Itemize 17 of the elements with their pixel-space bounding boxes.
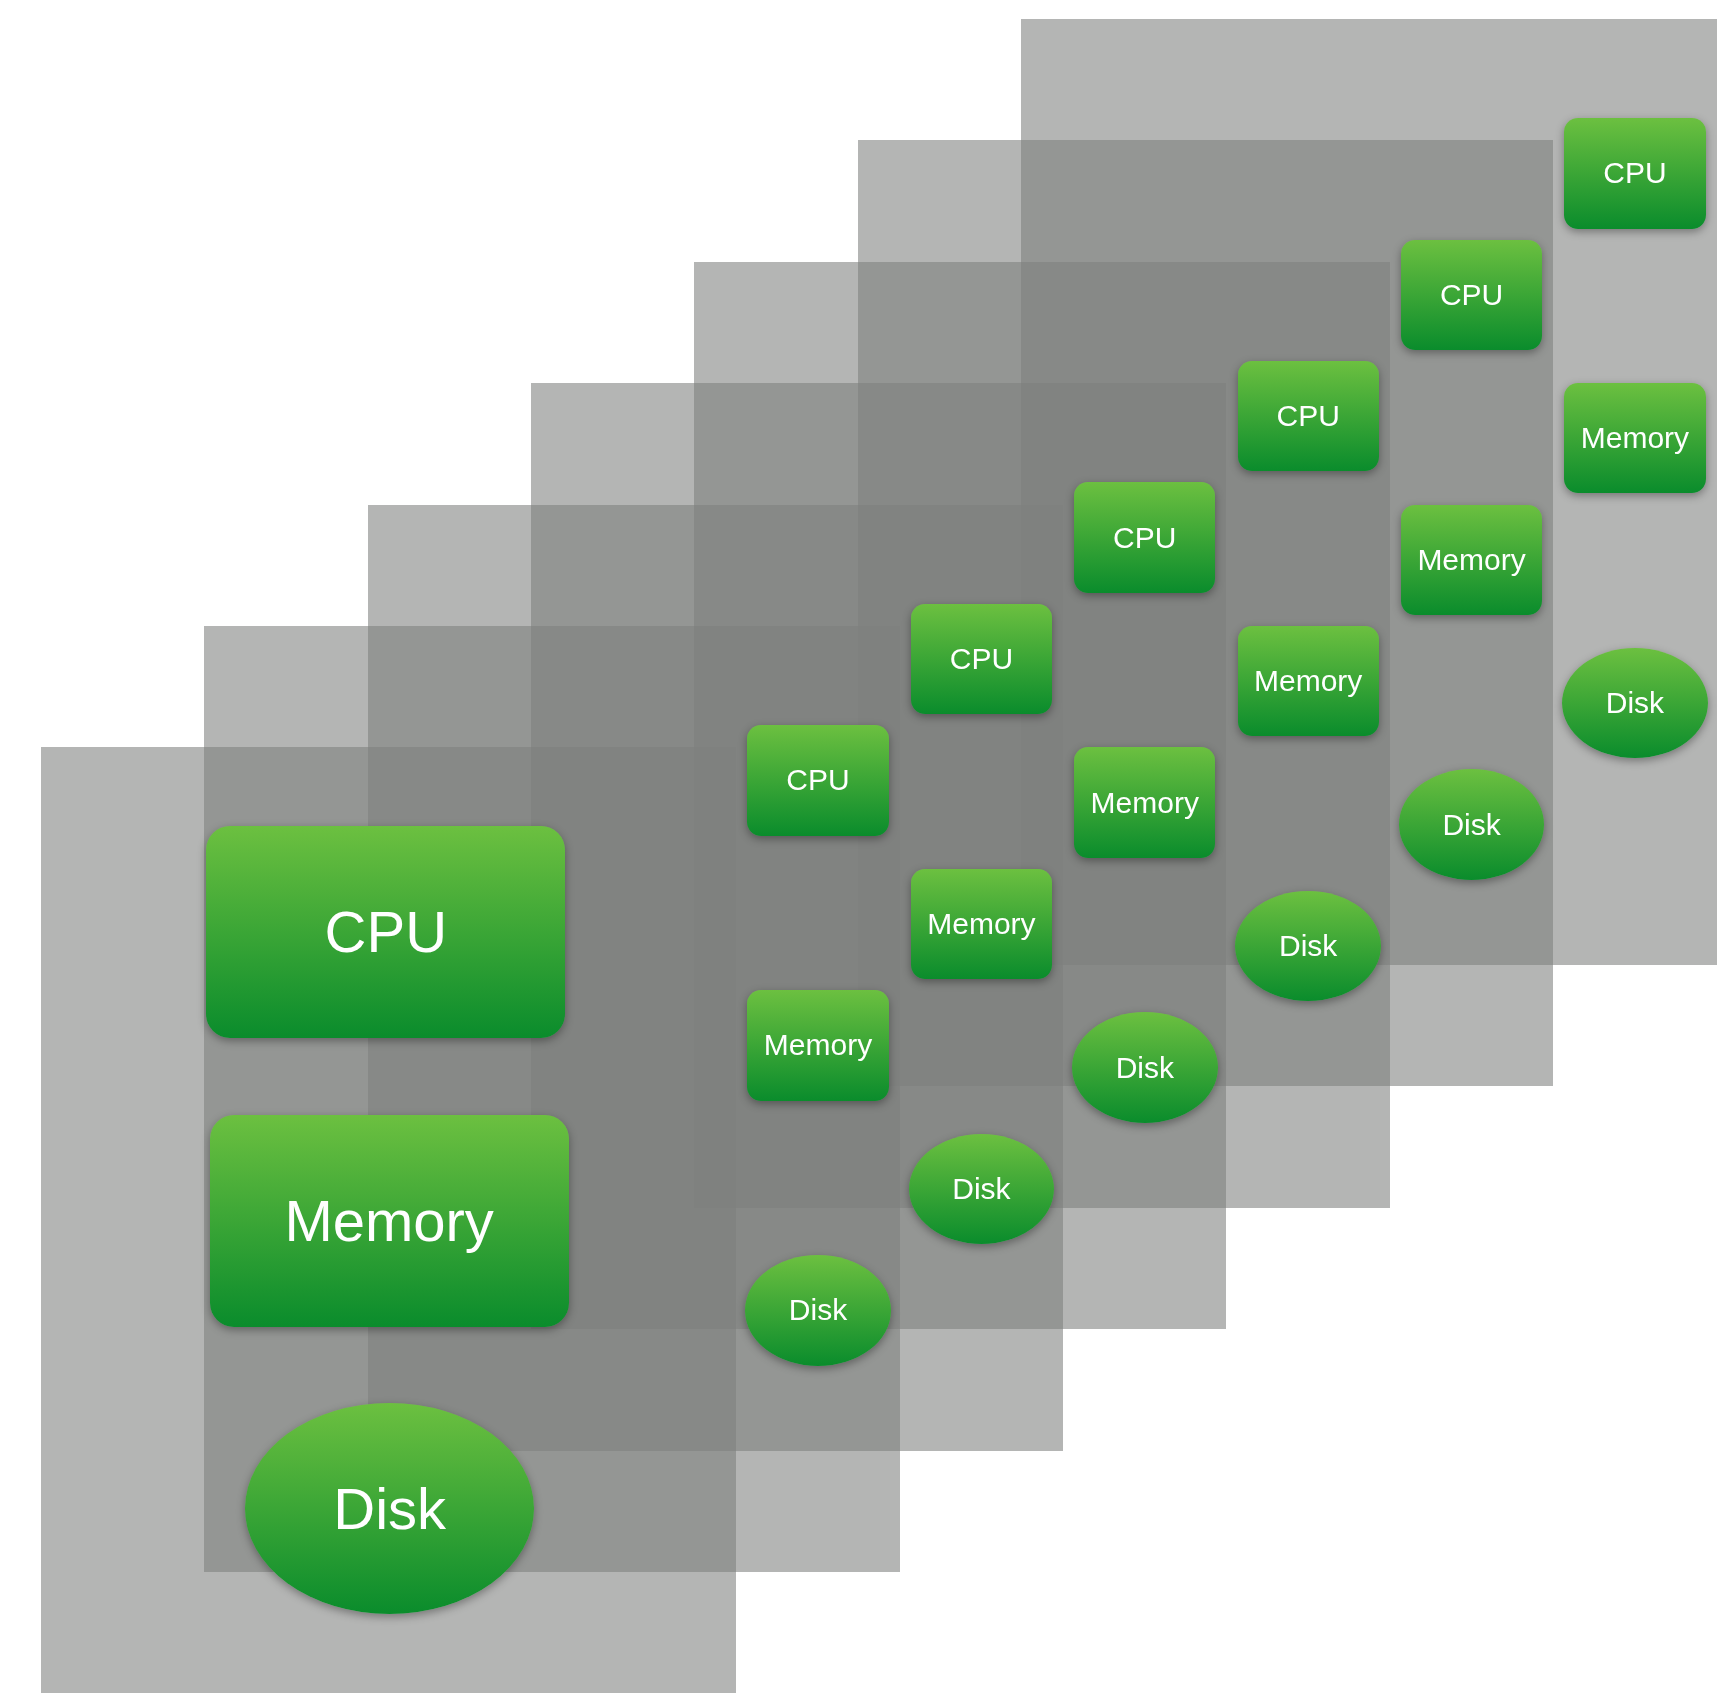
ellipse-node: Disk <box>908 1133 1055 1245</box>
rounded-box: CPU <box>1400 239 1543 350</box>
rounded-box: Memory <box>1237 625 1379 737</box>
rounded-box: Memory <box>910 868 1053 980</box>
ellipse-node: Disk <box>1398 769 1545 880</box>
rounded-box: CPU <box>910 603 1053 715</box>
rounded-box: CPU <box>1237 361 1379 472</box>
rounded-box: CPU <box>747 725 889 836</box>
ellipse-node: Disk <box>745 1255 891 1366</box>
rounded-box: Memory <box>747 990 889 1101</box>
ellipse-node: Disk <box>1235 890 1382 1002</box>
ellipse-node: Disk <box>1071 1012 1218 1123</box>
rounded-box: Memory <box>209 1115 569 1327</box>
rounded-box: Memory <box>1074 747 1216 858</box>
rounded-box: CPU <box>1074 482 1216 593</box>
rounded-box: Memory <box>1400 504 1543 615</box>
rounded-box: CPU <box>206 825 566 1038</box>
